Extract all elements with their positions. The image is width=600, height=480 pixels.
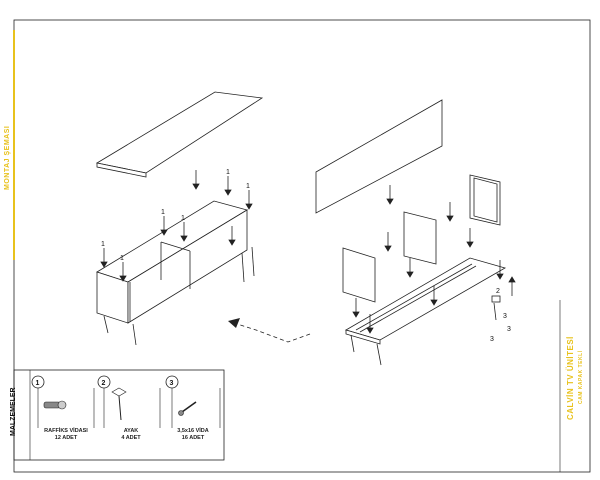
material-name-2: AYAK: [123, 428, 139, 434]
cam-screw-icon: [43, 400, 67, 410]
top-panel-left: [95, 91, 264, 178]
callout-2: 2: [496, 288, 500, 295]
bottom-plate-right: [344, 257, 507, 345]
callout-3-a: 3: [503, 313, 507, 320]
dashed-arrow-head: [228, 318, 240, 328]
product-title: CALVİN TV ÜNİTESİ: [566, 336, 575, 420]
material-item-2: 2: [97, 375, 161, 428]
callout-numbers-right: 2 3 3 3: [490, 288, 511, 343]
material-label-1: RAFFİKS VİDASI 12 ADET: [33, 428, 99, 442]
callout-1-a: 1: [226, 169, 230, 176]
leg-icon: [111, 387, 127, 421]
callout-1-f: 1: [181, 215, 185, 222]
wood-screw-icon: [178, 401, 197, 416]
material-number-2: 2: [102, 380, 106, 387]
callout-numbers-left: 1 1 1 1 1 1: [101, 169, 250, 262]
callout-1-d: 1: [120, 255, 124, 262]
material-number-1: 1: [36, 380, 40, 387]
callout-1-e: 1: [161, 209, 165, 216]
material-name-1: RAFFİKS VİDASI: [44, 428, 88, 434]
callout-3-c: 3: [490, 336, 494, 343]
materials-box: [13, 369, 225, 461]
legs-left: [103, 246, 255, 346]
product-subtitle: CAM KAPAK TEKLİ: [578, 350, 584, 404]
material-item-1: 1: [31, 375, 95, 428]
arrows-right: [352, 185, 516, 334]
material-qty-3: 16 ADET: [181, 435, 205, 441]
material-number-3: 3: [170, 380, 174, 387]
material-name-3: 3,5x16 VİDA: [177, 428, 209, 434]
back-panel-right: [315, 99, 443, 214]
materials-heading: MALZEMELER: [10, 387, 17, 436]
callout-1-b: 1: [246, 183, 250, 190]
material-qty-2: 4 ADET: [121, 435, 141, 441]
callout-1-c: 1: [101, 241, 105, 248]
material-item-3: 3: [165, 375, 221, 428]
arrows-left: [100, 170, 253, 282]
material-label-3: 3,5x16 VİDA 16 ADET: [160, 428, 226, 442]
material-qty-1: 12 ADET: [54, 435, 78, 441]
leg-mount-detail: [491, 295, 501, 303]
material-label-2: AYAK 4 ADET: [98, 428, 164, 442]
callout-3-b: 3: [507, 326, 511, 333]
cabinet-body-left: [96, 200, 249, 324]
side-panels-right: [342, 174, 501, 303]
dashed-arrow-icon: [233, 322, 311, 343]
left-title: MONTAJ ŞEMASI: [4, 125, 11, 190]
legs-right: [350, 302, 497, 366]
